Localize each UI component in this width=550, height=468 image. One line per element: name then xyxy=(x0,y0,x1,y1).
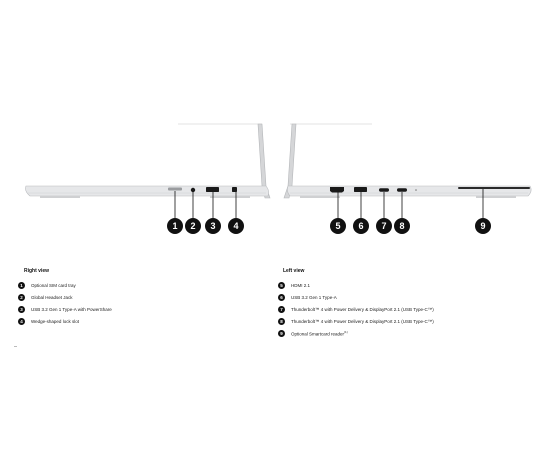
callout-8: 8 xyxy=(394,218,410,234)
smartcard-reader-slot xyxy=(458,187,530,189)
usb-c-port-1 xyxy=(379,188,389,192)
callout-1: 1 xyxy=(167,218,183,234)
callout-9: 9 xyxy=(475,218,491,234)
lock-slot-port xyxy=(232,187,237,192)
legend-item: 7 Thunderbolt™ 4 with Power Delivery & D… xyxy=(278,306,434,313)
callout-4: 4 xyxy=(228,218,244,234)
legend-label: Thunderbolt™ 4 with Power Delivery & Dis… xyxy=(291,307,434,312)
usb-a-port-right xyxy=(206,187,219,192)
callout-3: 3 xyxy=(205,218,221,234)
legend-label: USB 3.2 Gen 1 Type-A with PowerShare xyxy=(31,307,112,312)
legend-number: 9 xyxy=(278,330,285,337)
legend-label: HDMI 2.1 xyxy=(291,283,311,288)
laptop-side-views xyxy=(25,123,532,218)
footnote-reference: (1) xyxy=(344,330,348,335)
legend-label: Optional Smartcard reader(1) xyxy=(291,330,348,337)
legend-label-text: Optional Smartcard reader xyxy=(291,331,345,337)
headset-jack-port xyxy=(190,187,196,193)
legend-item: 3 USB 3.2 Gen 1 Type-A with PowerShare xyxy=(18,306,112,313)
legend-label: Global Headset Jack xyxy=(31,295,73,300)
hdmi-port xyxy=(330,187,344,193)
legend-item: 8 Thunderbolt™ 4 with Power Delivery & D… xyxy=(278,318,434,325)
callout-7: 7 xyxy=(376,218,392,234)
legend-number: 7 xyxy=(278,306,285,313)
legend-item: 1 Optional SIM card tray xyxy=(18,282,76,289)
callout-5: 5 xyxy=(330,218,346,234)
legend-number: 8 xyxy=(278,318,285,325)
callout-2: 2 xyxy=(185,218,201,234)
legend-item: 2 Global Headset Jack xyxy=(18,294,73,301)
sim-tray-port xyxy=(168,187,182,191)
legend-number: 2 xyxy=(18,294,25,301)
right-view-laptop xyxy=(25,123,271,218)
legend-number: 5 xyxy=(278,282,285,289)
legend-item: 9 Optional Smartcard reader(1) xyxy=(278,330,348,337)
legend-number: 1 xyxy=(18,282,25,289)
legend-number: 3 xyxy=(18,306,25,313)
legend-label: Thunderbolt™ 4 with Power Delivery & Dis… xyxy=(291,319,434,324)
legend-item: 4 Wedge-shaped lock slot xyxy=(18,318,79,325)
usb-c-port-2 xyxy=(397,188,407,192)
legend-number: 6 xyxy=(278,294,285,301)
callout-6: 6 xyxy=(353,218,369,234)
usb-a-port-left xyxy=(354,187,367,192)
legend-label: Wedge-shaped lock slot xyxy=(31,319,79,324)
left-view-heading: Left view xyxy=(283,268,305,274)
legend-item: 5 HDMI 2.1 xyxy=(278,282,310,289)
status-led xyxy=(415,189,417,191)
right-view-heading: Right view xyxy=(24,268,50,274)
legend-label: USB 3.2 Gen 1 Type-A xyxy=(291,295,337,300)
legend-number: 4 xyxy=(18,318,25,325)
legend-item: 6 USB 3.2 Gen 1 Type-A xyxy=(278,294,337,301)
left-view-laptop xyxy=(283,123,532,218)
footnote-mark xyxy=(14,346,17,347)
legend-label: Optional SIM card tray xyxy=(31,283,76,288)
